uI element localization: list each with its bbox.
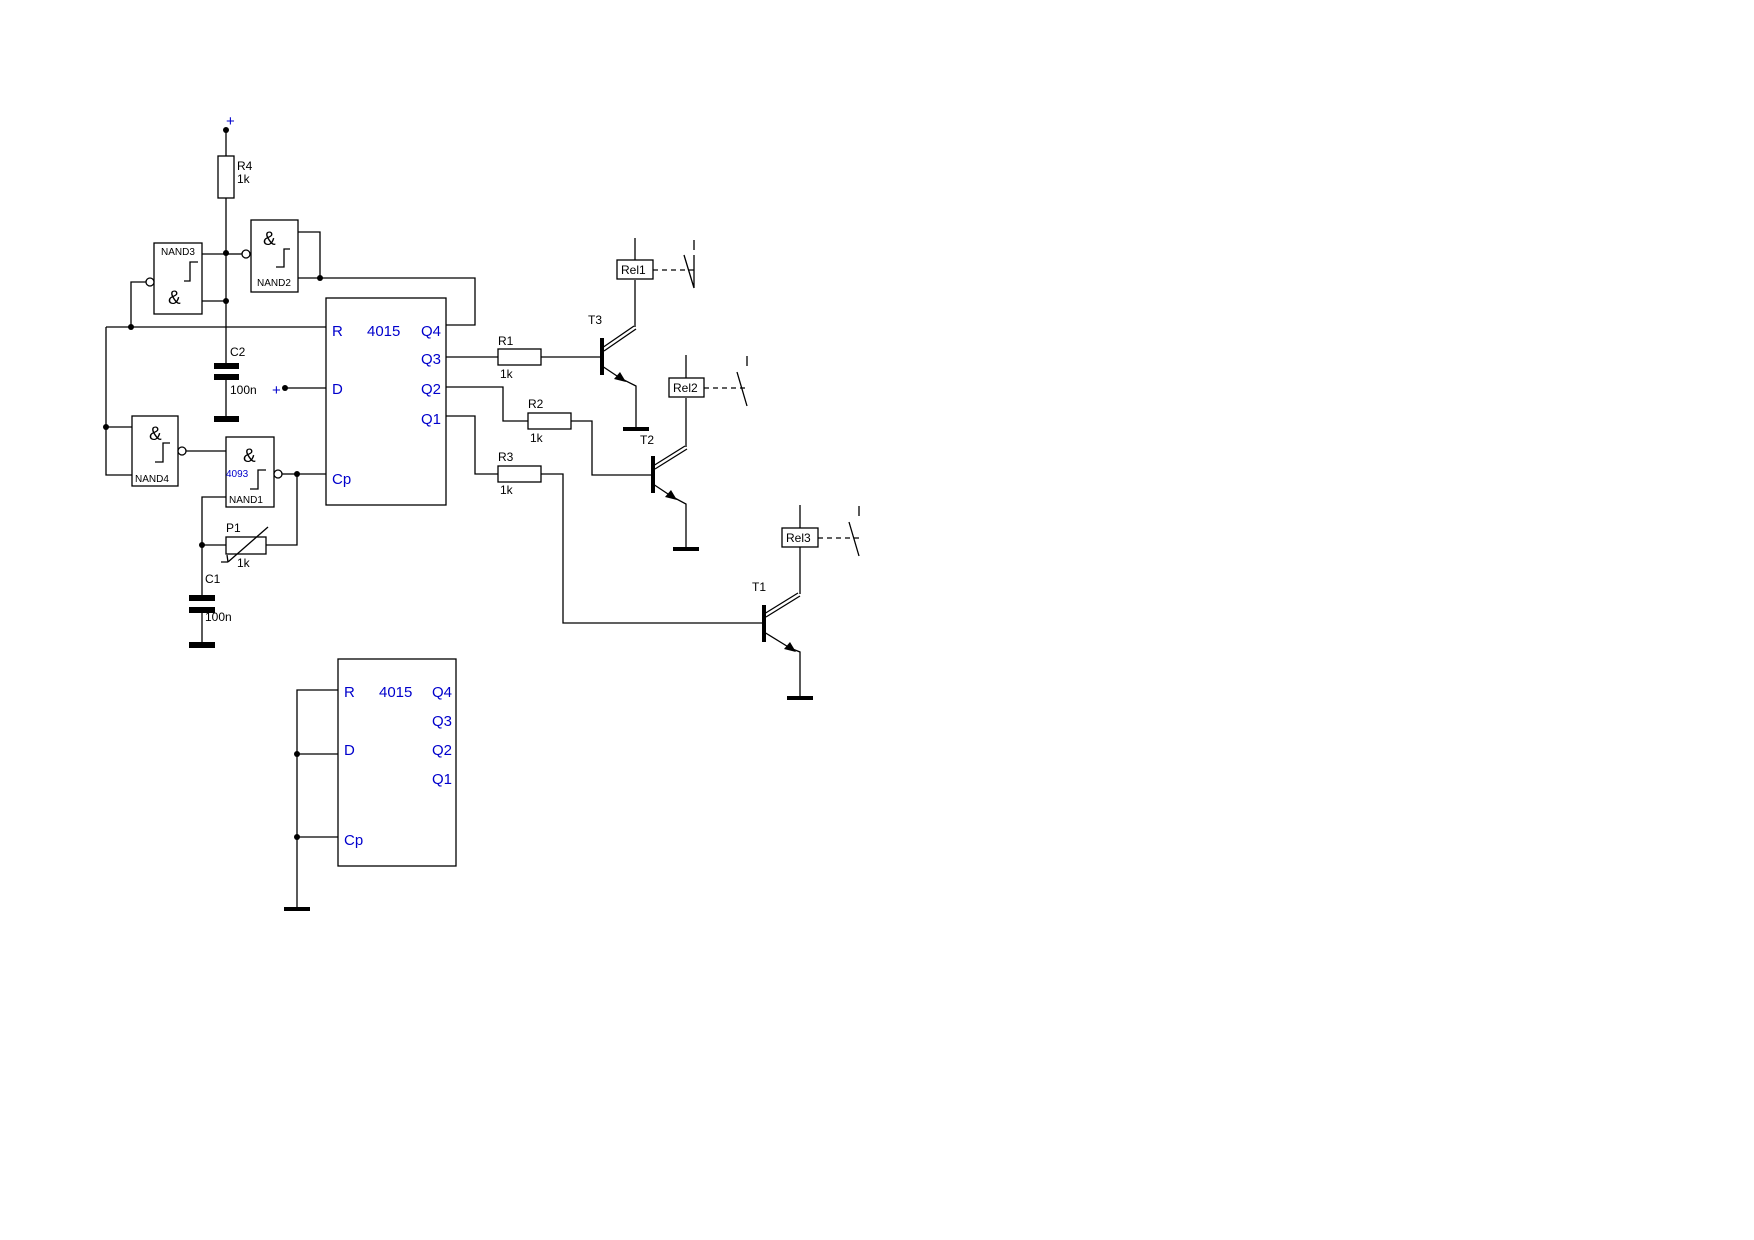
ic1-pin-q3: Q3 bbox=[421, 351, 441, 368]
ic2-pin-q1: Q1 bbox=[432, 771, 452, 788]
r4-value: 1k bbox=[237, 172, 251, 186]
nand3-gate: NAND3 & bbox=[145, 242, 203, 315]
resistor-r2: R2 1k bbox=[527, 397, 572, 445]
ic2-pin-q3: Q3 bbox=[432, 713, 452, 730]
ic1-pin-q2: Q2 bbox=[421, 381, 441, 398]
rel2-label: Rel2 bbox=[673, 381, 698, 395]
c2-label: C2 bbox=[230, 345, 246, 359]
ic-4015-secondary: R 4015 D Cp Q4 Q3 Q2 Q1 bbox=[337, 658, 457, 867]
p1-label: P1 bbox=[226, 521, 241, 535]
nand1-chip-label: 4093 bbox=[226, 469, 249, 480]
resistor-r1: R1 1k bbox=[497, 334, 542, 381]
nand1-gate: & 4093 NAND1 bbox=[225, 436, 283, 508]
ic1-pin-cp: Cp bbox=[332, 471, 351, 488]
ic2-pin-d: D bbox=[344, 742, 355, 759]
ic-4015-main: R 4015 D Cp Q4 Q3 Q2 Q1 bbox=[325, 297, 447, 506]
potentiometer-p1: P1 1k bbox=[221, 521, 269, 570]
nand3-label: NAND3 bbox=[161, 247, 195, 258]
nand3-symbol: & bbox=[168, 288, 181, 309]
r4-label: R4 bbox=[237, 159, 253, 173]
r3-value: 1k bbox=[500, 483, 514, 497]
p1-value: 1k bbox=[237, 556, 251, 570]
resistor-r4: R4 1k bbox=[217, 130, 253, 253]
nand4-gate: & NAND4 bbox=[131, 415, 187, 487]
t1-label: T1 bbox=[752, 580, 766, 594]
resistor-r3: R3 1k bbox=[497, 450, 542, 497]
supply-plus-top: + bbox=[223, 113, 235, 133]
nand2-gate: & NAND2 bbox=[241, 219, 299, 293]
rel1-label: Rel1 bbox=[621, 263, 646, 277]
nand1-label: NAND1 bbox=[229, 495, 263, 506]
transistor-t3: T3 bbox=[588, 313, 637, 382]
r1-value: 1k bbox=[500, 367, 514, 381]
nand4-label: NAND4 bbox=[135, 474, 169, 485]
relay-rel2: Rel2 bbox=[668, 377, 705, 398]
c1-label: C1 bbox=[205, 572, 221, 586]
c2-value: 100n bbox=[230, 383, 257, 397]
transistor-t2: T2 bbox=[640, 433, 688, 500]
ic1-pin-r: R bbox=[332, 323, 343, 340]
r2-value: 1k bbox=[530, 431, 544, 445]
t3-label: T3 bbox=[588, 313, 602, 327]
r2-label: R2 bbox=[528, 397, 544, 411]
transistor-t1: T1 bbox=[752, 580, 801, 652]
ic2-pin-cp: Cp bbox=[344, 832, 363, 849]
capacitor-c1: C1 100n bbox=[189, 572, 232, 648]
capacitor-c2: C2 100n bbox=[214, 345, 257, 422]
nand4-symbol: & bbox=[149, 424, 162, 445]
ic1-pin-q4: Q4 bbox=[421, 323, 441, 340]
ic1-pin-q1: Q1 bbox=[421, 411, 441, 428]
t2-label: T2 bbox=[640, 433, 654, 447]
r3-label: R3 bbox=[498, 450, 514, 464]
relay-rel3: Rel3 bbox=[781, 527, 819, 548]
supply-plus-label: + bbox=[226, 113, 235, 130]
relay-rel1: Rel1 bbox=[616, 259, 654, 280]
ic1-part-label: 4015 bbox=[367, 323, 400, 340]
ic2-pin-q4: Q4 bbox=[432, 684, 452, 701]
nand2-symbol: & bbox=[263, 229, 276, 250]
c1-value: 100n bbox=[205, 610, 232, 624]
ic1-pin-d: D bbox=[332, 381, 343, 398]
ic2-pin-r: R bbox=[344, 684, 355, 701]
ic2-part-label: 4015 bbox=[379, 684, 412, 701]
d-supply-plus-label: + bbox=[272, 382, 281, 399]
ic2-pin-q2: Q2 bbox=[432, 742, 452, 759]
r1-label: R1 bbox=[498, 334, 514, 348]
rel3-label: Rel3 bbox=[786, 531, 811, 545]
nand1-symbol: & bbox=[243, 446, 256, 467]
nand2-label: NAND2 bbox=[257, 278, 291, 289]
